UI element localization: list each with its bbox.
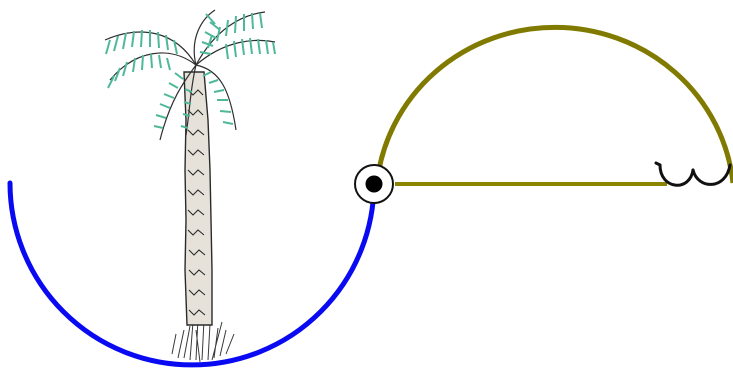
double-loop-icon [656, 163, 730, 185]
palm-tree-icon [105, 10, 275, 362]
pivot-point-icon [355, 165, 393, 203]
olive-semicircle-arc [377, 27, 733, 183]
